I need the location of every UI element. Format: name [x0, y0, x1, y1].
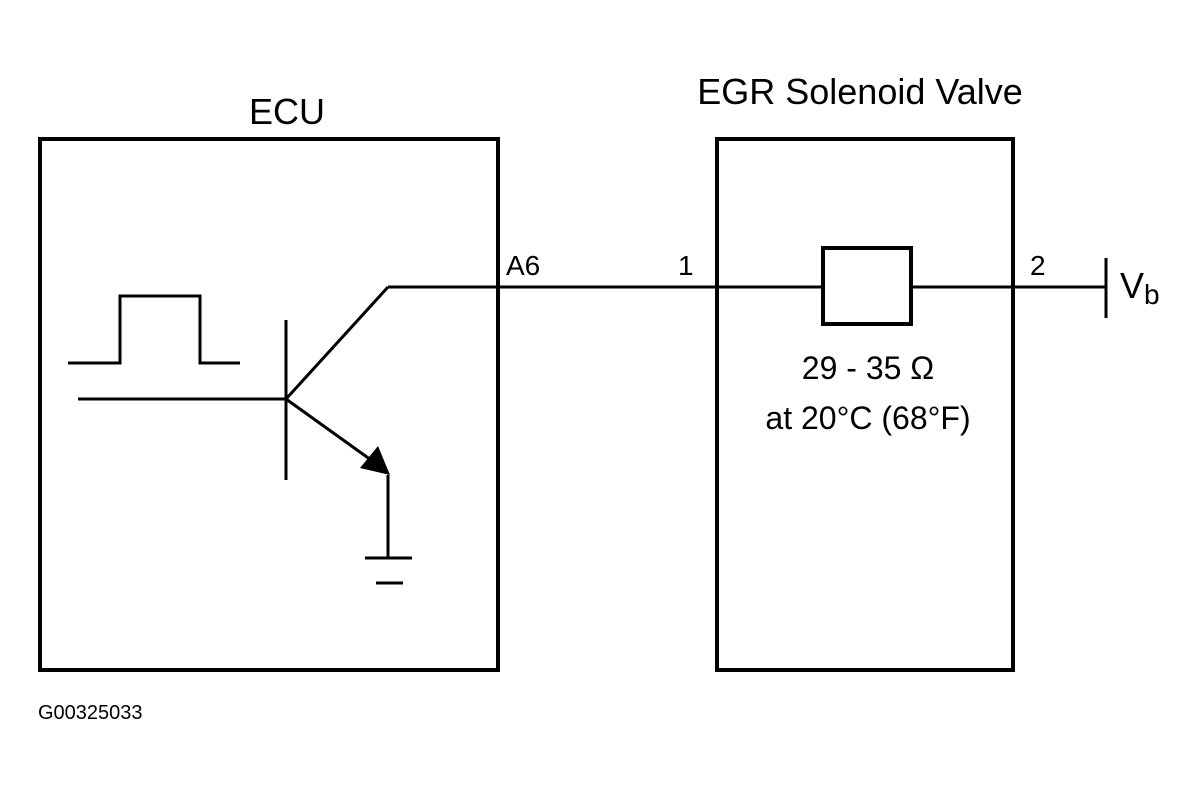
emitter-arrow-icon — [360, 446, 390, 475]
valve-pin-2-label: 2 — [1030, 250, 1046, 281]
supply-voltage-label: Vb — [1120, 265, 1160, 310]
battery-supply: Vb — [1013, 258, 1160, 318]
ecu-pin-a6-label: A6 — [506, 250, 540, 281]
solenoid-coil-icon — [821, 246, 913, 326]
transistor-emitter — [285, 397, 379, 467]
ecu-block: ECU A6 — [38, 91, 540, 672]
transistor-collector — [284, 285, 390, 401]
valve-pin-1-label: 1 — [678, 250, 694, 281]
ecu-title: ECU — [249, 91, 325, 132]
pulse-signal-waveform — [68, 294, 240, 365]
egr-valve-title: EGR Solenoid Valve — [697, 71, 1023, 112]
resistance-spec: 29 - 35 Ω — [802, 350, 934, 386]
figure-code: G00325033 — [38, 702, 143, 724]
supply-label-main: V — [1120, 265, 1144, 306]
ground-icon — [365, 556, 412, 585]
ecu-box — [38, 137, 500, 672]
egr-valve-box — [715, 137, 1015, 672]
supply-label-sub: b — [1144, 279, 1160, 310]
egr-valve-block: EGR Solenoid Valve 1 2 29 - 35 Ω at 20°C… — [678, 71, 1046, 672]
resistance-condition: at 20°C (68°F) — [765, 400, 970, 436]
